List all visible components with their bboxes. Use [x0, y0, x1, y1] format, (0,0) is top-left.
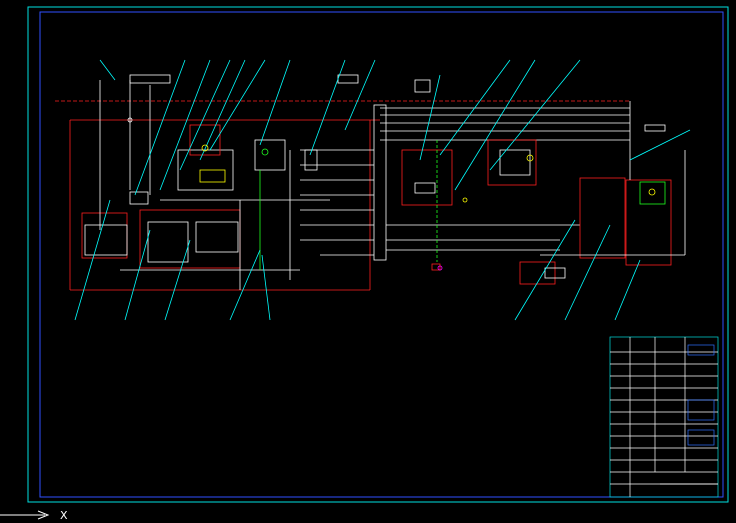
inner-frame — [39, 11, 724, 498]
title-block — [609, 336, 719, 498]
ucs-axis-icon: X — [0, 509, 68, 522]
schematic-main — [55, 59, 691, 321]
axis-x-label: X — [60, 509, 68, 522]
outer-frame — [27, 6, 729, 503]
